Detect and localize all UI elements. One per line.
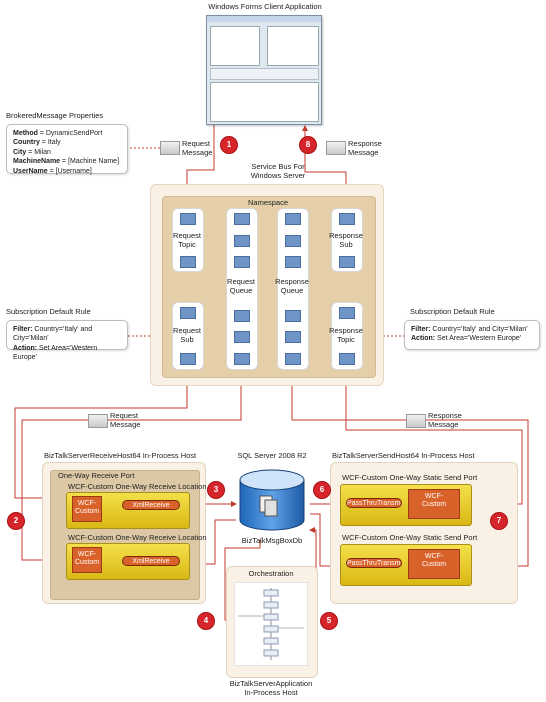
message-box-icon [339,256,355,268]
message-box-icon [234,353,250,365]
orchestration-title: Orchestration [248,569,294,578]
response-sub-label: Response Sub [329,231,363,249]
orchestration-host-label: BizTalkServerApplication In-Process Host [229,679,313,697]
step-badge-8: 8 [299,136,317,154]
step-badge-6: 6 [313,481,331,499]
brokered-title: BrokeredMessage Properties [6,111,104,120]
request-queue-label: Request Queue [227,277,255,295]
message-box-icon [234,331,250,343]
message-box-icon [234,213,250,225]
subscription-right-note: Filter: Country='Italy' and City='Milan'… [404,320,540,350]
subscription-left-note: Filter: Country='Italy' and City='Milan'… [6,320,128,361]
envelope-icon [406,414,426,428]
send-port2-title: WCF-Custom One-Way Static Send Port [342,533,478,542]
arrow-reqsub-to-receive [14,368,188,501]
request-message-top-label: Request Message [182,139,213,157]
msgbox-db-label: BizTalkMsgBoxDb [241,536,303,545]
step-badge-5: 5 [320,612,338,630]
passthru-pipeline-1: PassThruTransmit [346,498,402,508]
client-grid-right [267,26,319,66]
message-box-icon [180,256,196,268]
envelope-icon [88,414,108,428]
xmlreceive-pipeline-2: XmlReceive [122,556,180,566]
message-box-icon [234,235,250,247]
message-box-icon [285,256,301,268]
response-message-top-label: Response Message [348,139,382,157]
client-controls [210,68,319,80]
brokered-properties-note: Method = DynamicSendPort Country = Italy… [6,124,128,175]
message-box-icon [285,310,301,322]
message-box-icon [234,256,250,268]
request-sub-label: Request Sub [173,326,201,344]
receive-location1-title: WCF-Custom One-Way Receive Location [68,482,207,491]
envelope-icon [160,141,180,155]
brokered-row-country: Country = Italy [13,139,61,147]
subscription-right-title: Subscription Default Rule [410,307,495,316]
message-box-icon [285,353,301,365]
msgbox-database-icon [239,469,305,531]
passthru-pipeline-2: PassThruTransmit [346,558,402,568]
message-box-icon [180,353,196,365]
wcf-custom-adapter-receive-2: WCF- Custom [72,547,102,573]
service-bus-title: Service Bus For Windows Server [250,162,306,180]
arrow-reqqueue-to-receive [21,368,242,561]
brokered-row-city: City = Milan [13,148,51,156]
xmlreceive-pipeline-1: XmlReceive [122,500,180,510]
sql-server-title: SQL Server 2008 R2 [237,451,307,460]
wcf-custom-adapter-receive-1: WCF- Custom [72,496,102,522]
receive-location2-title: WCF-Custom One-Way Receive Location [68,533,207,542]
message-box-icon [180,307,196,319]
send-host-title: BizTalkServerSendHost64 In-Process Host [332,451,475,460]
client-title: Windows Forms Client Application [208,2,322,11]
message-box-icon [234,310,250,322]
brokered-row-machine: MachineName = [Machine Name] [13,158,120,166]
subscription-left-title: Subscription Default Rule [6,307,91,316]
client-log [210,82,319,122]
brokered-row-method: Method = DynamicSendPort [13,130,103,137]
step-badge-3: 3 [207,481,225,499]
client-window [206,15,322,125]
send-port1-title: WCF-Custom One-Way Static Send Port [342,473,478,482]
step-badge-7: 7 [490,512,508,530]
step-badge-2: 2 [7,512,25,530]
message-box-icon [339,307,355,319]
step-badge-1: 1 [220,136,238,154]
client-grid-left [210,26,260,66]
message-box-icon [339,213,355,225]
orchestration-flow-diagram [234,582,308,666]
response-topic-label: Response Topic [329,326,363,344]
message-box-icon [339,353,355,365]
message-box-icon [285,235,301,247]
message-box-icon [285,213,301,225]
request-topic-label: Request Topic [173,231,201,249]
namespace-title: Namespace [247,198,289,207]
envelope-icon [326,141,346,155]
response-message-mid-label: Response Message [428,411,462,429]
client-window-titlebar [207,16,321,22]
wcf-custom-adapter-send-2: WCF- Custom [408,549,460,579]
request-message-mid-label: Request Message [110,411,141,429]
response-queue-label: Response Queue [275,277,309,295]
step-badge-4: 4 [197,612,215,630]
brokered-row-user: UserName = [Username] [13,167,92,175]
receive-host-title: BizTalkServerReceiveHost64 In-Process Ho… [44,451,197,460]
receive-port-title: One-Way Receive Port [58,471,135,480]
message-box-icon [285,331,301,343]
wcf-custom-adapter-send-1: WCF- Custom [408,489,460,519]
message-box-icon [180,213,196,225]
